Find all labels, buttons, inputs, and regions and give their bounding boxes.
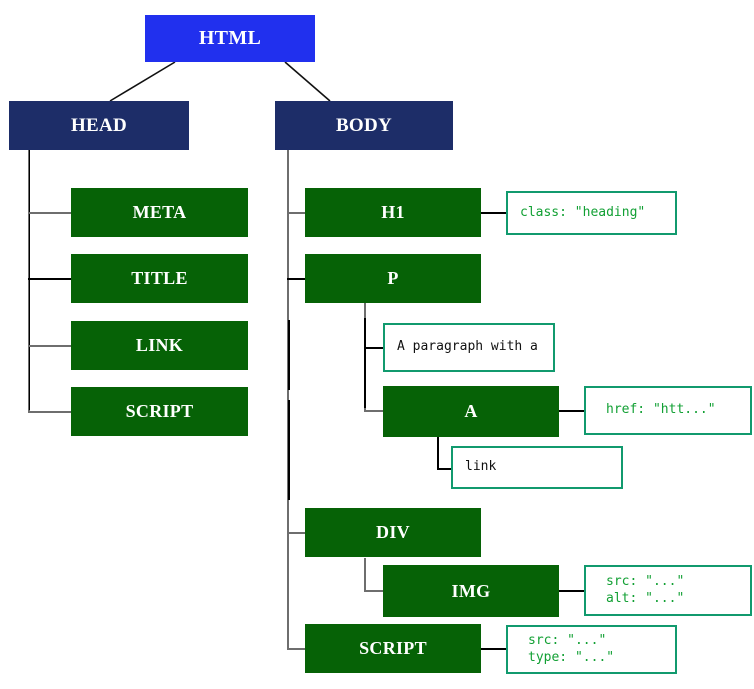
img-attr-src: src: "..." <box>606 574 685 590</box>
body-spine-accent-2 <box>288 400 290 500</box>
script-attr-connector <box>480 648 506 650</box>
node-meta[interactable]: META <box>71 188 248 237</box>
leaf-a-text-node[interactable]: link <box>451 446 623 489</box>
script-attr-type: type: "..." <box>528 649 615 665</box>
body-spine-accent-1 <box>288 320 290 390</box>
head-spine-accent <box>29 150 30 410</box>
p-text-content: A paragraph with a <box>397 339 538 355</box>
leaf-script-attrs[interactable]: src: "..." type: "..." <box>506 625 677 674</box>
node-img[interactable]: IMG <box>383 565 559 617</box>
node-body-script[interactable]: SCRIPT <box>305 624 481 673</box>
h1-attr-connector <box>480 212 506 214</box>
img-attr-connector <box>558 590 584 592</box>
leaf-img-attrs[interactable]: src: "..." alt: "..." <box>584 565 752 616</box>
head-branch-script <box>28 411 72 413</box>
node-body[interactable]: BODY <box>275 101 453 150</box>
head-branch-meta <box>28 212 72 214</box>
leaf-h1-class-attr[interactable]: class: "heading" <box>506 191 677 235</box>
p-spine-accent <box>364 318 366 408</box>
node-title[interactable]: TITLE <box>71 254 248 303</box>
node-head-script[interactable]: SCRIPT <box>71 387 248 436</box>
body-branch-div <box>287 532 307 534</box>
a-branch-text <box>437 468 455 470</box>
h1-attr-text: class: "heading" <box>520 204 646 220</box>
head-branch-title <box>28 278 72 280</box>
body-branch-h1 <box>287 212 307 214</box>
p-branch-text <box>364 347 386 349</box>
body-branch-script <box>287 648 307 650</box>
node-div[interactable]: DIV <box>305 508 481 557</box>
head-branch-link <box>28 345 72 347</box>
leaf-p-text-node[interactable]: A paragraph with a <box>383 323 555 372</box>
div-branch-img <box>364 590 386 592</box>
a-spine <box>437 437 439 470</box>
a-text-content: link <box>465 459 497 475</box>
img-attr-alt: alt: "..." <box>606 590 685 606</box>
node-html[interactable]: HTML <box>145 15 315 62</box>
script-attr-src: src: "..." <box>528 633 607 649</box>
a-attr-text: href: "htt..." <box>606 402 716 418</box>
div-spine <box>364 558 366 592</box>
node-link[interactable]: LINK <box>71 321 248 370</box>
p-branch-a <box>364 410 386 412</box>
node-head[interactable]: HEAD <box>9 101 189 150</box>
node-p[interactable]: P <box>305 254 481 303</box>
body-branch-p <box>287 278 307 280</box>
node-h1[interactable]: H1 <box>305 188 481 237</box>
a-attr-connector <box>558 410 584 412</box>
node-a[interactable]: A <box>383 386 559 437</box>
leaf-a-href-attr[interactable]: href: "htt..." <box>584 386 752 435</box>
